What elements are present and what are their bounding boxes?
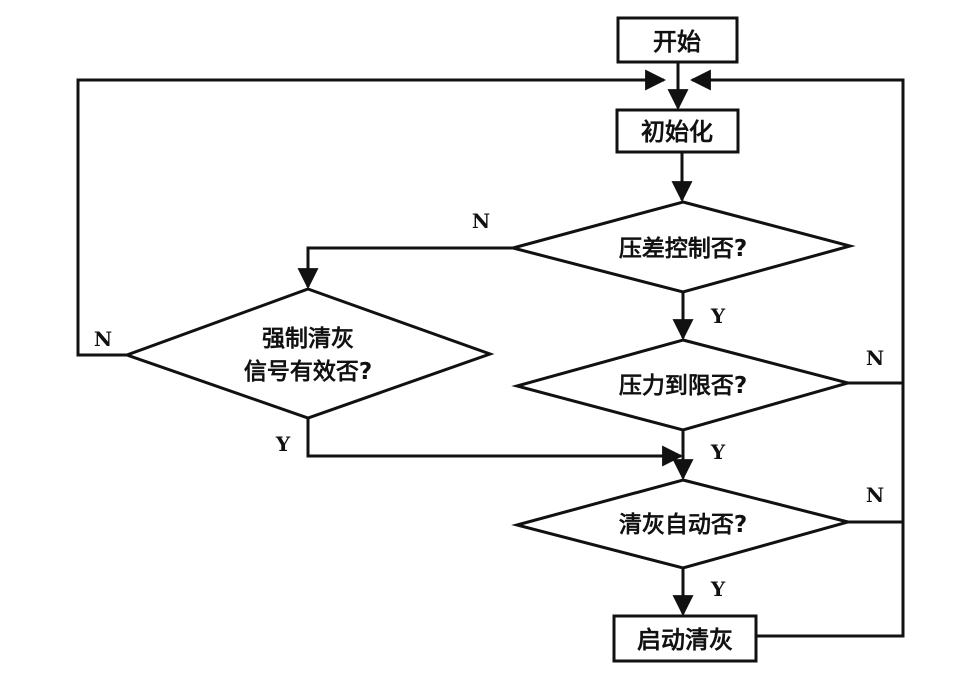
- init-label: 初始化: [641, 118, 713, 146]
- force-clean-no-label: N: [94, 327, 112, 351]
- start-clean-label: 启动清灰: [637, 626, 733, 654]
- edge-start-clean-loop: [689, 69, 905, 638]
- start-label: 开始: [653, 28, 701, 56]
- pressure-limit-no-label: N: [866, 346, 884, 370]
- force-clean-signal-diamond: [122, 287, 495, 420]
- auto-clean-yes-label: Y: [710, 577, 726, 601]
- pressure-limit-label: 压力到限否?: [619, 373, 747, 399]
- force-clean-yes-label: Y: [275, 432, 291, 456]
- pressure-diff-yes-label: Y: [710, 304, 726, 328]
- force-clean-signal-label-line1: 强制清灰: [262, 325, 354, 352]
- pressure-diff-ctrl-label: 压差控制否?: [619, 235, 747, 262]
- pressure-diff-no-label: N: [472, 209, 490, 233]
- pressure-limit-yes-label: Y: [710, 440, 726, 464]
- edge-pressure-diff-no: [297, 246, 513, 290]
- edge-force-clean-no: [76, 69, 667, 357]
- auto-clean-no-label: N: [866, 483, 884, 507]
- force-clean-signal-label-line2: 信号有效否?: [244, 358, 372, 385]
- auto-clean-label: 清灰自动否?: [619, 511, 747, 538]
- edge-force-clean-yes: [306, 418, 684, 467]
